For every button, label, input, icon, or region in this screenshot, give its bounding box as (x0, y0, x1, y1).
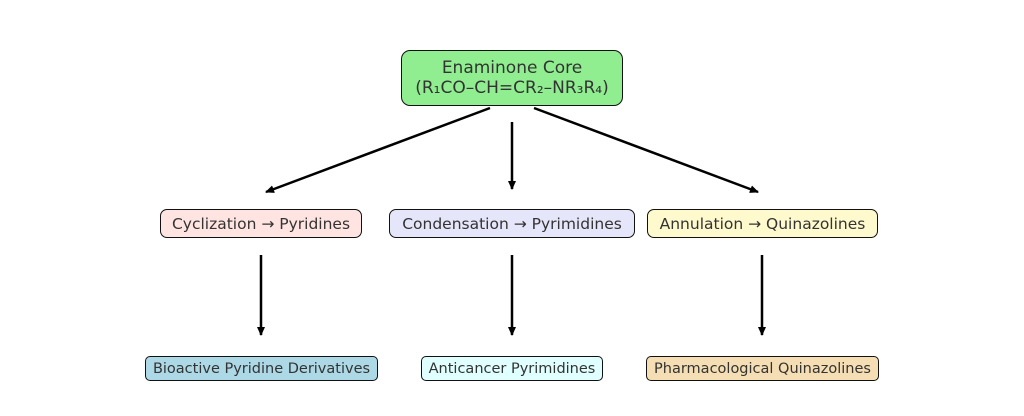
pharmacological-quinazolines-node: Pharmacological Quinazolines (646, 356, 879, 381)
node-label: Anticancer Pyrimidines (428, 360, 596, 377)
condensation-pyrimidines-node: Condensation → Pyrimidines (389, 209, 635, 238)
bioactive-pyridine-derivatives-node: Bioactive Pyridine Derivatives (145, 356, 378, 381)
annulation-quinazolines-node: Annulation → Quinazolines (647, 209, 878, 238)
root-title: Enaminone Core (441, 58, 583, 78)
enaminone-core-node: Enaminone Core (R₁CO–CH=CR₂–NR₃R₄) (401, 50, 623, 106)
node-label: Cyclization → Pyridines (171, 214, 351, 233)
node-label: Condensation → Pyrimidines (402, 214, 622, 233)
node-label: Pharmacological Quinazolines (654, 360, 871, 377)
node-label: Annulation → Quinazolines (659, 214, 866, 233)
node-label: Bioactive Pyridine Derivatives (152, 360, 371, 377)
cyclization-pyridines-node: Cyclization → Pyridines (160, 209, 362, 238)
root-formula: (R₁CO–CH=CR₂–NR₃R₄) (415, 78, 609, 98)
anticancer-pyrimidines-node: Anticancer Pyrimidines (421, 356, 603, 381)
edge-root-to-annulation (533, 106, 759, 194)
edge-root-to-cyclization (265, 106, 491, 194)
